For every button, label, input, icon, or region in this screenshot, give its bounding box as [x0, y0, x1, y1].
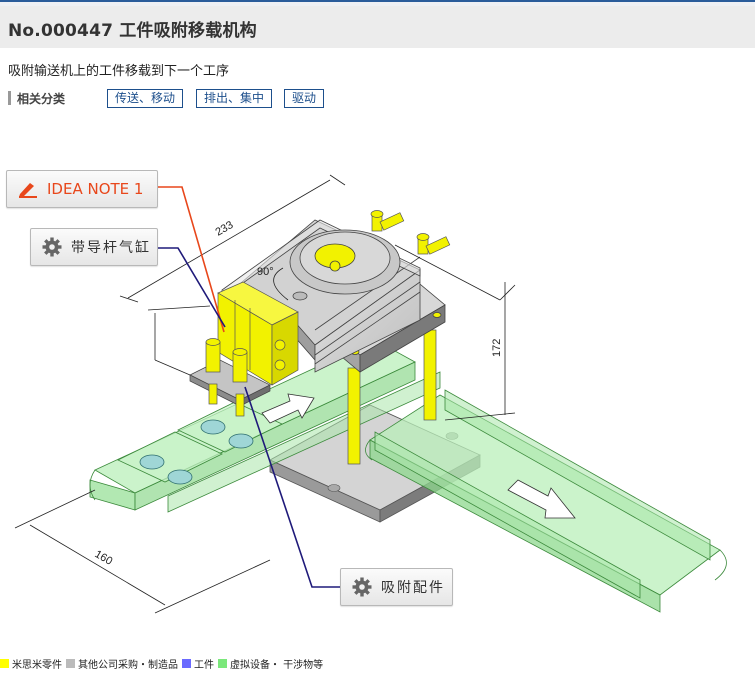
callout-guided-cylinder[interactable]: 带导杆气缸: [30, 228, 158, 266]
legend-item-workpiece: 工件: [182, 656, 214, 671]
tag-discharge-collect[interactable]: 排出、集中: [196, 89, 273, 108]
related-categories: 相关分类 传送、移动 排出、集中 驱动: [8, 89, 748, 109]
tag-transport-move[interactable]: 传送、移动: [107, 89, 184, 108]
right-flow-arrow: [507, 479, 576, 519]
legend-item-virtual: 虚拟设备・ 干涉物等: [218, 656, 323, 671]
guided-cylinder-part: [217, 281, 299, 386]
callout-idea-note[interactable]: IDEA NOTE 1: [6, 170, 158, 208]
legend-label: 虚拟设备・ 干涉物等: [230, 659, 324, 671]
legend-label: 米思米零件: [12, 659, 62, 671]
legend-swatch: [66, 658, 75, 668]
category-marker: [8, 91, 11, 105]
dim-height-label: 172: [491, 339, 503, 357]
top-border: [0, 0, 755, 2]
page-title: No.000447 工件吸附移载机构: [8, 21, 257, 41]
support-posts: [347, 329, 437, 465]
legend-swatch: [218, 658, 227, 668]
leader-idea-note: [158, 186, 225, 333]
isometric-drawing: 90°: [14, 174, 727, 614]
rotation-arrow: [273, 267, 289, 301]
gear-icon: [351, 576, 373, 598]
dimension-lines: [14, 174, 516, 614]
legend-label: 工件: [194, 659, 214, 671]
legend-swatch: [182, 658, 191, 668]
mechanism-diagram: 90°: [0, 120, 755, 650]
legend-label: 其他公司采购・制造品: [78, 659, 178, 671]
page-description: 吸附输送机上的工件移载到下一个工序: [8, 64, 230, 79]
workpieces: [139, 419, 254, 485]
callout-suction-fitting[interactable]: 吸附配件: [340, 568, 453, 606]
left-flow-arrow: [261, 393, 315, 424]
category-label: 相关分类: [17, 92, 66, 106]
pencil-icon: [17, 178, 39, 200]
dim-depth-label: 160: [93, 548, 115, 568]
suction-pads: [205, 338, 248, 417]
rotation-label: 90°: [257, 266, 274, 278]
color-legend: 米思米零件 其他公司采购・制造品 工件 虚拟设备・ 干涉物等: [0, 656, 327, 671]
page-header: No.000447 工件吸附移载机构: [0, 2, 755, 48]
legend-swatch: [0, 658, 9, 668]
leader-suction-fitting: [244, 386, 340, 588]
legend-item-misumi: 米思米零件: [0, 656, 62, 671]
gear-icon: [41, 236, 63, 258]
legend-item-other-purchased: 其他公司采购・制造品: [66, 656, 178, 671]
callout-label: 带导杆气缸: [71, 240, 151, 256]
callout-label: 吸附配件: [381, 580, 445, 596]
top-fittings: [370, 210, 451, 255]
callout-label: IDEA NOTE 1: [47, 180, 144, 198]
tag-drive[interactable]: 驱动: [284, 89, 325, 108]
leader-guided-cylinder: [158, 247, 226, 328]
dim-width-label: 233: [214, 219, 236, 239]
